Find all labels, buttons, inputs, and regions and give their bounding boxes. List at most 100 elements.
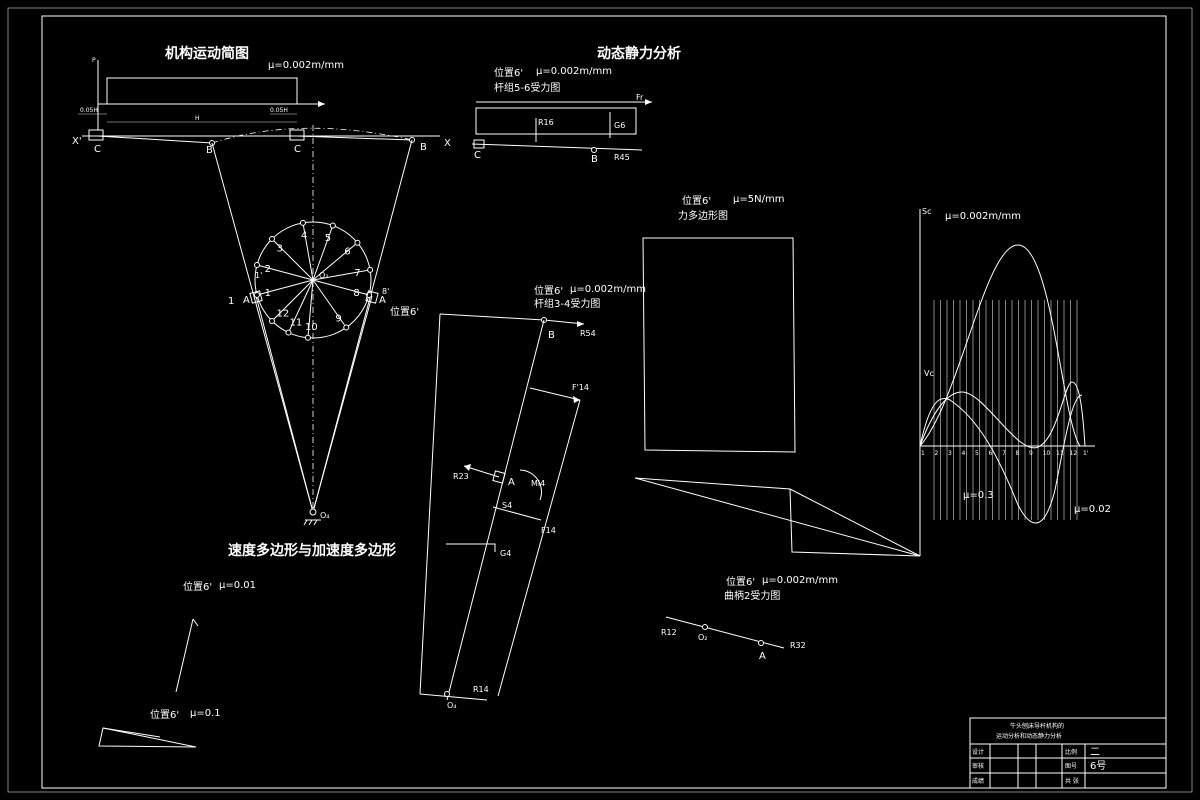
crank-spoke	[312, 279, 370, 296]
crank-position-label: 3	[276, 243, 282, 254]
fp-mu: μ=5N/mm	[733, 194, 784, 205]
title-block: 牛头刨床导杆机构的 运动分析和动态静力分析 设计 审核 成绩 比例 图号 共 张…	[969, 717, 1167, 789]
s4-label: S4	[502, 501, 512, 510]
b-r-label: B	[591, 154, 598, 165]
rod34-force-diagram: 位置6' μ=0.002m/mm 杆组3-4受力图 B R54 F'14 R23…	[419, 284, 646, 710]
tb-col1: 比例	[1065, 748, 1077, 756]
ac-label: A	[759, 651, 766, 662]
x-right-label: X	[444, 138, 451, 149]
graph-tick-label: 1	[921, 450, 925, 457]
g6-label: G6	[614, 121, 625, 130]
crank-position-label: 1	[265, 288, 271, 299]
rod56-mu: μ=0.002m/mm	[536, 66, 612, 77]
r16-label: R16	[538, 118, 554, 127]
graph-tick-label: 12	[1070, 450, 1078, 457]
graph-tick-label: 1'	[1083, 450, 1089, 457]
crank-point	[299, 219, 306, 226]
rod34-mu: μ=0.002m/mm	[570, 284, 646, 295]
mech-position-label: 位置6'	[390, 305, 419, 318]
r12-label: R12	[661, 628, 677, 637]
crank-position-label: 8	[353, 288, 359, 299]
graph-tick-label: 5	[975, 450, 979, 457]
acc-pos: 位置6'	[150, 708, 179, 721]
a34-label: A	[508, 477, 515, 488]
crank-point	[285, 329, 292, 336]
crank-spoke	[312, 242, 358, 281]
d1-label: 0.05H	[80, 107, 98, 114]
graph-tick-label: 6	[989, 450, 993, 457]
graph-tick-label: 11	[1056, 450, 1064, 457]
graph-mu2: μ=0.3	[963, 490, 994, 501]
crank-point	[253, 292, 260, 299]
acc-mu: μ=0.1	[190, 708, 221, 719]
r32-label: R32	[790, 641, 806, 650]
tb-value2: 6号	[1090, 760, 1106, 772]
crank-circle	[254, 221, 372, 339]
sc-label: Sc	[922, 207, 931, 216]
crank-point	[304, 334, 311, 341]
graph-tick-label: 10	[1043, 450, 1051, 457]
crank-pos: 位置6'	[726, 575, 755, 588]
graph-mu: μ=0.002m/mm	[945, 211, 1021, 222]
crank-position-label: 5	[325, 233, 331, 244]
crank-point	[329, 222, 336, 229]
crank-point	[253, 261, 260, 268]
d2-label: 0.05H	[270, 107, 288, 114]
crank-spoke	[307, 279, 314, 338]
crank-position-label: 9	[335, 314, 341, 325]
rod34-pos: 位置6'	[534, 284, 563, 297]
crank-position-label: 6	[344, 246, 350, 257]
mechanism-title: 机构运动简图	[165, 45, 249, 62]
fp-pos: 位置6'	[682, 194, 711, 207]
f14-label: F14	[541, 526, 556, 535]
r23-label: R23	[453, 472, 469, 481]
rod34-caption: 杆组3-4受力图	[534, 297, 600, 310]
crank-point	[268, 235, 275, 242]
h-label: H	[195, 115, 200, 122]
tb-row1: 设计	[972, 748, 984, 756]
displacement-curve	[919, 244, 1081, 447]
mechanism-scale: μ=0.002m/mm	[268, 60, 344, 71]
rod56-force-diagram: 位置6' μ=0.002m/mm 杆组5-6受力图 Fr R16 G6 C B …	[471, 66, 652, 165]
crank-spoke	[256, 279, 314, 296]
crank-position-label: 10	[305, 322, 318, 333]
graph-mu3: μ=0.02	[1074, 504, 1111, 515]
crank-spoke	[312, 225, 334, 281]
tb-col2: 图号	[1065, 763, 1077, 770]
b34-label: B	[548, 330, 555, 341]
slider-c2	[289, 129, 305, 141]
velocity-polygon: 位置6' μ=0.01	[175, 580, 256, 693]
graph-tick-label: 4	[962, 450, 966, 457]
vel-pos: 位置6'	[183, 580, 212, 593]
crank-point	[354, 239, 361, 246]
fp-caption: 力多边形图	[678, 209, 728, 222]
o434-label: O₄	[447, 701, 457, 710]
fr-label: Fr	[636, 93, 644, 102]
mi4-label: Mi4	[531, 479, 545, 488]
o2-label: O₂	[319, 271, 329, 280]
acceleration-polygon: 位置6' μ=0.1	[98, 708, 221, 748]
c-r-label: C	[474, 150, 481, 161]
crank-mu: μ=0.002m/mm	[762, 575, 838, 586]
crank-point	[268, 318, 275, 325]
graph-tick-label: 3	[948, 450, 952, 457]
c2-label: C	[294, 144, 301, 155]
g4-label: G4	[500, 549, 511, 558]
tb-col3: 共 张	[1065, 777, 1079, 785]
o4-label: O₄	[320, 511, 330, 520]
x-left-label: X'	[72, 136, 82, 147]
crank-spoke	[312, 279, 347, 328]
crank-spoke	[302, 222, 314, 281]
polygons-title: 速度多边形与加速度多边形	[228, 542, 396, 559]
one-prime-label: 1'	[255, 271, 262, 280]
tb-heading1: 牛头刨床导杆机构的	[1010, 722, 1064, 730]
crank-position-label: 12	[276, 309, 289, 320]
r45-label: R45	[614, 153, 630, 162]
rod56-caption: 杆组5-6受力图	[494, 81, 560, 94]
crank-spoke	[271, 279, 314, 322]
c1-label: C	[94, 144, 101, 155]
crank-position-label: 11	[290, 318, 303, 329]
crank-spoke	[256, 264, 314, 281]
mechanism-diagram: P 0.05H 0.05H H X' X C C B B	[72, 57, 451, 526]
